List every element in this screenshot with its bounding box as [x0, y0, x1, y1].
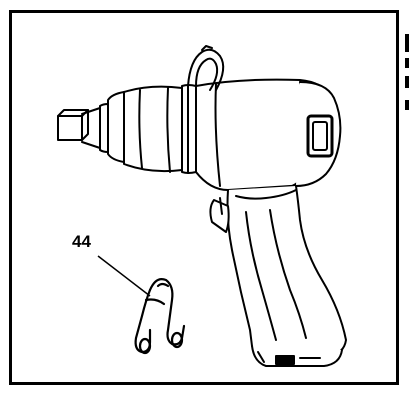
- hammer-case: [123, 85, 183, 173]
- trigger: [209, 197, 230, 233]
- callout-44-leader: [97, 255, 151, 297]
- rear-cap: [295, 81, 342, 187]
- grip-handle: [226, 185, 347, 357]
- square-drive-anvil: [57, 109, 89, 141]
- top-hanger-loop: [187, 45, 225, 91]
- page-edge-marks: [405, 34, 409, 110]
- impact-wrench: [57, 45, 347, 367]
- hanger-clip: [134, 278, 186, 355]
- callout-label-44: 44: [72, 232, 91, 251]
- air-inlet-base: [251, 345, 343, 367]
- collar-band: [181, 84, 197, 174]
